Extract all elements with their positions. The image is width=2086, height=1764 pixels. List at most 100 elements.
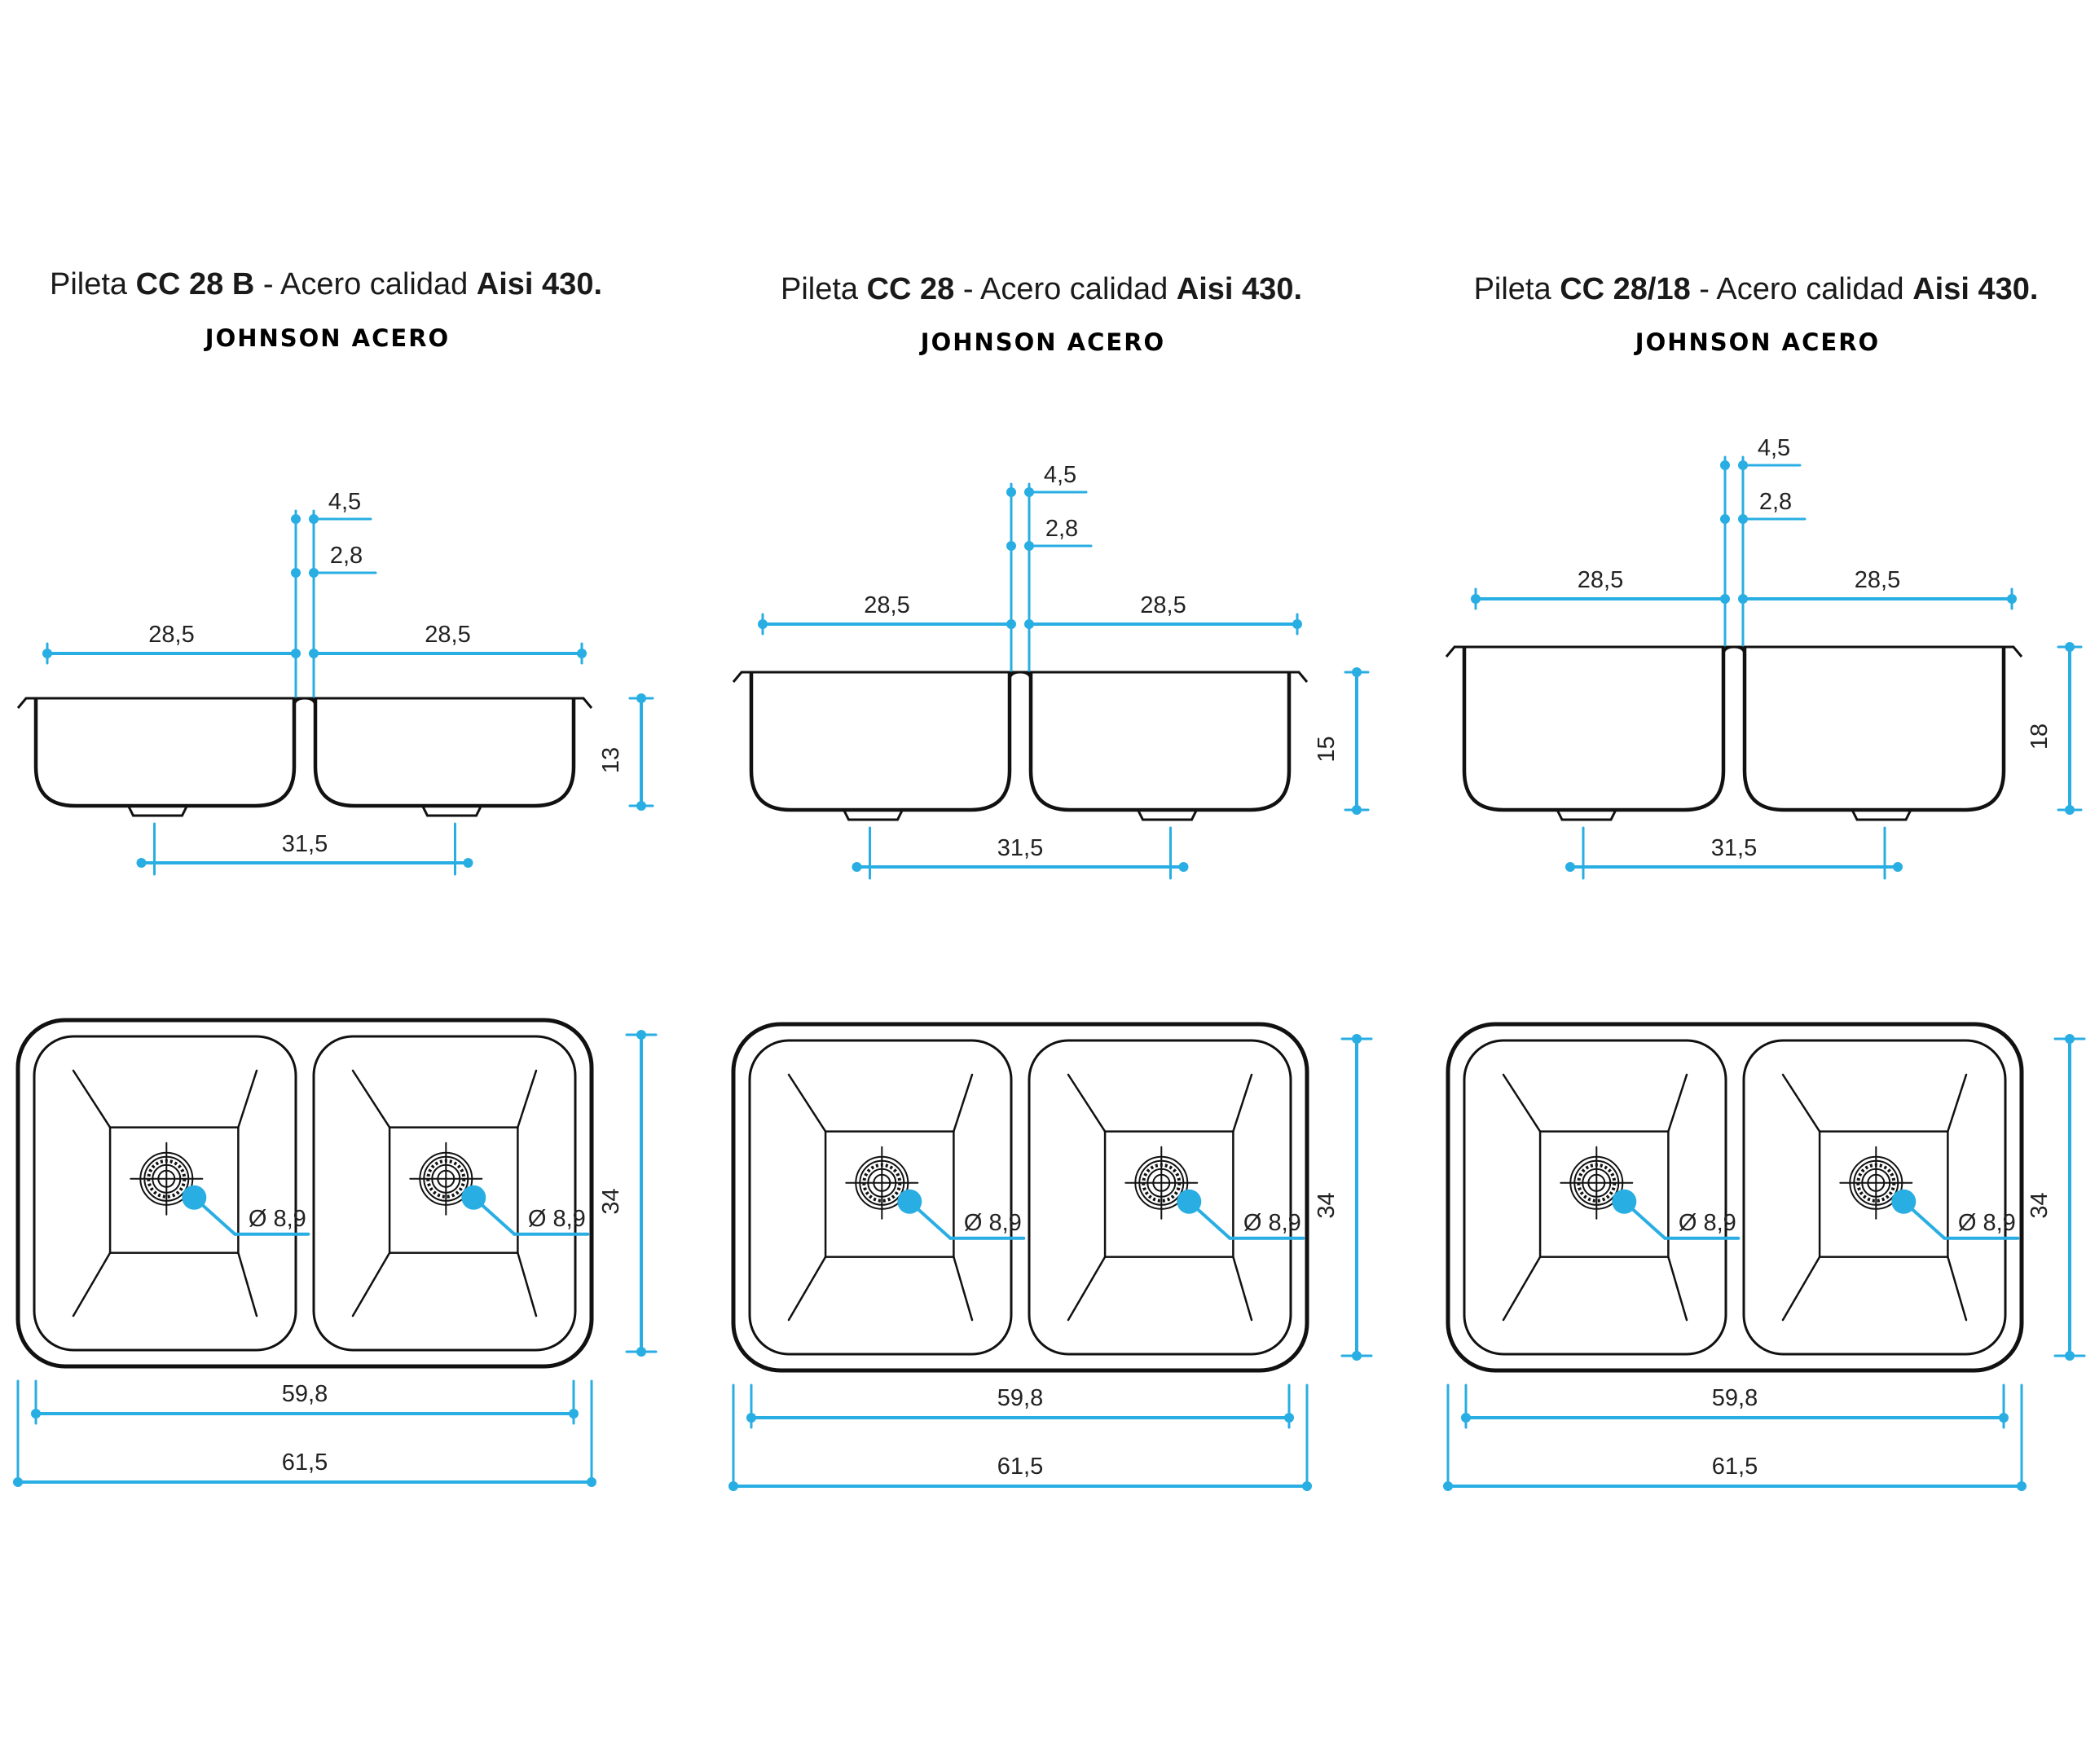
brand-label-cc28b: JOHNSON ACERO	[205, 324, 451, 352]
left-bowl-width-label: 28,5	[148, 622, 194, 648]
bowl-outline	[1742, 1039, 2007, 1356]
flange-dimension-label: 4,5	[1758, 435, 1790, 461]
drain-leader	[472, 1195, 517, 1236]
dimension-endpoint	[309, 649, 319, 658]
bowl-outline	[33, 1035, 297, 1352]
right-bowl-section	[313, 698, 576, 808]
brand-label-cc2818: JOHNSON ACERO	[1635, 328, 1881, 356]
title-prefix: Pileta	[49, 267, 136, 301]
drain-ring	[1867, 1173, 1886, 1192]
drain-leader	[1902, 1199, 1947, 1240]
dimension-endpoint	[758, 619, 768, 629]
divider-cap	[1008, 671, 1032, 681]
dimension-endpoint	[1352, 1034, 1362, 1044]
dimension-endpoint	[1292, 619, 1302, 629]
drain-icon	[1839, 1146, 1913, 1220]
drain-ring	[1853, 1159, 1899, 1206]
drain-ring	[437, 1169, 455, 1188]
title-grade: Aisi 430.	[1176, 272, 1303, 306]
slope-line	[1502, 1256, 1542, 1322]
title-model: CC 28	[866, 272, 955, 306]
dimension-endpoint	[13, 1477, 23, 1487]
drain-ring	[426, 1159, 466, 1199]
slope-line	[1232, 1073, 1253, 1133]
slope-line	[72, 1069, 112, 1128]
title-mid: - Acero calidad	[254, 267, 477, 301]
slope-line	[351, 1069, 391, 1128]
dimension-endpoint	[136, 858, 147, 868]
right-bowl-width-label: 28,5	[1140, 592, 1186, 618]
right-bowl-width-label: 28,5	[1855, 567, 1900, 593]
drain-leader	[1187, 1199, 1232, 1240]
slope-line	[787, 1256, 827, 1322]
outer-rim	[731, 1022, 1309, 1373]
outer-width-label: 61,5	[997, 1454, 1043, 1480]
dimension-endpoint	[463, 858, 473, 868]
right-bowl-width-label: 28,5	[425, 622, 470, 648]
dimension-endpoint	[569, 1409, 579, 1419]
outer-width-label: 61,5	[282, 1449, 328, 1476]
dimension-endpoint	[636, 1030, 646, 1040]
left-drain-stub	[127, 805, 188, 817]
drain-ring	[1142, 1163, 1182, 1203]
drain-ring	[1587, 1173, 1606, 1192]
drain-icon	[1560, 1146, 1634, 1220]
dimension-endpoint	[636, 1347, 646, 1357]
slope-line	[953, 1073, 974, 1133]
dimension-endpoint	[1720, 460, 1730, 470]
drain-ring	[1152, 1173, 1171, 1192]
drain-ring	[859, 1159, 905, 1206]
left-bowl-section	[1462, 647, 1726, 812]
sink-title-cc28: Pileta CC 28 - Acero calidad Aisi 430.	[675, 272, 1408, 307]
plan-depth-label: 34	[1314, 1192, 1340, 1218]
drain-ring	[1138, 1159, 1185, 1206]
dimension-endpoint	[1720, 594, 1730, 604]
drain-icon	[409, 1142, 483, 1216]
plan-depth-label: 34	[598, 1188, 624, 1214]
flange-dimension-label: 4,5	[328, 489, 361, 515]
dimension-endpoint	[1006, 487, 1016, 497]
drain-ring	[147, 1159, 187, 1199]
right-drain-diameter-label: Ø 8,9	[528, 1206, 586, 1232]
left-bowl-section	[33, 698, 297, 808]
left-bowl-width-label: 28,5	[864, 592, 909, 618]
slope-line	[517, 1252, 538, 1318]
title-grade: Aisi 430.	[476, 267, 603, 301]
drain-ring	[1861, 1168, 1891, 1198]
sink-title-cc28b: Pileta CC 28 B - Acero calidad Aisi 430.	[0, 267, 693, 302]
left-bowl-section	[749, 672, 1012, 812]
slope-line	[72, 1252, 112, 1318]
drain-ring	[855, 1155, 909, 1210]
slope-line	[1232, 1256, 1253, 1322]
left-drain-diameter-label: Ø 8,9	[964, 1210, 1022, 1236]
title-model: CC 28/18	[1560, 272, 1691, 306]
right-drain-stub	[1851, 809, 1912, 821]
drain-panel	[824, 1130, 955, 1258]
drain-panel	[1818, 1130, 1949, 1258]
dimension-endpoint	[291, 649, 301, 658]
drain-ring	[1146, 1168, 1177, 1198]
dimension-endpoint	[1284, 1413, 1294, 1423]
dimension-endpoint	[1352, 667, 1362, 677]
dimension-endpoint	[1024, 619, 1034, 629]
drain-ring	[867, 1168, 897, 1198]
dimension-endpoint	[1999, 1413, 2009, 1423]
drain-ring	[862, 1163, 902, 1203]
drain-ring	[139, 1151, 194, 1206]
right-drain-stub	[421, 805, 482, 817]
right-drain-diameter-label: Ø 8,9	[1243, 1210, 1301, 1236]
drain-ring	[1582, 1168, 1612, 1198]
dimension-endpoint	[636, 693, 646, 703]
drain-ring	[152, 1164, 182, 1194]
dimension-endpoint	[1565, 862, 1575, 872]
drain-ring	[431, 1164, 461, 1194]
slope-line	[1781, 1256, 1821, 1322]
dimension-endpoint	[1352, 1351, 1362, 1361]
left-flange	[1445, 645, 1464, 658]
drain-panel	[388, 1126, 519, 1254]
dimension-endpoint	[291, 568, 301, 578]
left-flange	[16, 697, 36, 709]
dimension-endpoint	[1443, 1481, 1453, 1491]
